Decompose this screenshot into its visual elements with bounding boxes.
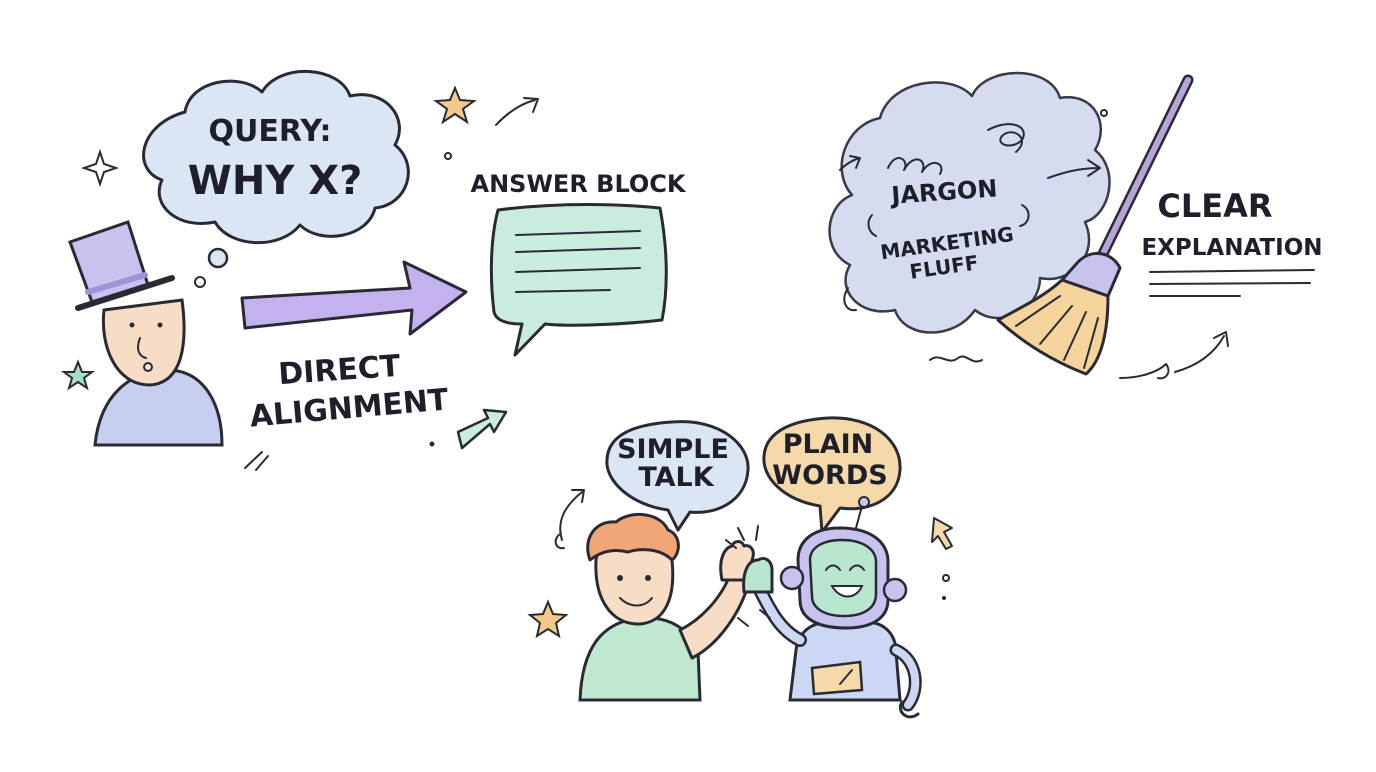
explanation-line-1 (1149, 269, 1315, 273)
plain-words-line1: PLAIN (783, 429, 874, 460)
human-raised-arm (678, 573, 752, 660)
robot-face (808, 538, 878, 618)
jargon-cloud: JARGON MARKETING FLUFF (828, 71, 1111, 363)
robot-ear-left (779, 565, 805, 591)
arrow-doodle-icon (559, 489, 585, 541)
broom (996, 74, 1194, 376)
answer-block: ANSWER BLOCK (471, 170, 687, 357)
robot-character (742, 496, 922, 719)
thought-dot-small (194, 276, 206, 288)
dot-icon (429, 441, 435, 447)
direct-alignment-arrow: DIRECT ALIGNMENT (240, 260, 468, 435)
highfive-scene: SIMPLE TALK PLAIN WORDS (527, 416, 953, 719)
robot-claw (899, 700, 920, 719)
broom-handle (1093, 77, 1191, 271)
cursor-icon (931, 517, 953, 550)
human-smile (619, 597, 653, 607)
person-eye-right (157, 322, 163, 328)
query-label: QUERY: (209, 114, 332, 149)
person-eye-left (129, 322, 135, 328)
human-eye-right (645, 575, 651, 581)
answer-text-line-1 (515, 230, 641, 236)
arrow-doodle-icon (1047, 159, 1101, 179)
robot-antenna-tip (858, 496, 870, 508)
sparkle-icon (80, 148, 120, 188)
plain-words-bubble: PLAIN WORDS (762, 416, 902, 534)
broom-bristles (996, 278, 1110, 376)
hat-band (85, 272, 148, 295)
simple-talk-line2: TALK (638, 462, 714, 493)
robot-chest-panel (810, 660, 864, 696)
answer-bubble-shape (489, 203, 668, 357)
star-icon (527, 599, 569, 639)
query-cloud-shape (142, 70, 410, 245)
simple-talk-line1: SIMPLE (617, 434, 729, 465)
robot-antenna (855, 505, 863, 529)
star-icon (433, 85, 477, 125)
star-icon (61, 359, 95, 391)
robot-eye-right (849, 564, 865, 571)
thought-dot-large (207, 247, 229, 269)
hat-brim (75, 275, 175, 311)
scribble-icon (1019, 204, 1030, 227)
query-question: WHY X? (188, 158, 363, 204)
confused-person (68, 220, 224, 447)
dot-icon (1100, 109, 1108, 117)
simple-talk-bubble-shape (605, 420, 750, 532)
robot-panel-check (839, 669, 853, 685)
human-eye-left (617, 575, 623, 581)
swoosh-icon (1119, 363, 1170, 380)
answer-text-line-4 (515, 289, 611, 293)
clear-explanation-title: CLEAR (1157, 187, 1272, 225)
explanation-line-2 (1149, 282, 1311, 285)
arrow-doodle-icon (1174, 331, 1229, 373)
broom-collar (1060, 252, 1122, 298)
cleanup-scene: JARGON MARKETING FLUFF CLEAR EXPLANATION (828, 71, 1323, 380)
scribble-icon (887, 157, 943, 175)
motion-lines-icon (244, 451, 269, 471)
impact-lines-icon (725, 525, 771, 627)
human-hair (586, 512, 680, 562)
query-thought-cloud: QUERY: WHY X? (142, 70, 410, 288)
robot-eye-left (825, 564, 841, 571)
clear-explanation: CLEAR EXPLANATION (1141, 187, 1323, 297)
scribble-icon (987, 123, 1025, 153)
person-face (101, 298, 186, 387)
robot-ear-right (882, 577, 908, 603)
answer-block-label: ANSWER BLOCK (471, 170, 687, 198)
plain-words-line2: WORDS (772, 460, 887, 491)
bristle-lines (1015, 295, 1099, 369)
simple-talk-bubble: SIMPLE TALK (605, 420, 750, 532)
scribble-icon (867, 214, 877, 237)
dot-icon (444, 152, 452, 160)
mint-arrow-icon (456, 408, 508, 450)
human-character (578, 512, 755, 702)
purple-arrow-shape (240, 260, 468, 336)
robot-arm (755, 585, 805, 645)
arrow-doodle-icon (495, 97, 539, 126)
robot-mouth (830, 585, 864, 598)
scribble-icon (843, 287, 857, 312)
query-scene: QUERY: WHY X? DIRECT ALIGNMENT ANSWER BL… (61, 70, 687, 471)
scribble-icon (929, 355, 983, 363)
dot-icon (942, 574, 950, 582)
arrow-label-line1: DIRECT (277, 349, 402, 392)
jargon-cloud-shape (828, 71, 1111, 334)
squiggle-icon (554, 533, 565, 550)
answer-text-line-3 (515, 267, 641, 273)
clear-explanation-subtitle: EXPLANATION (1141, 235, 1322, 261)
person-mouth (143, 362, 153, 372)
person-nose (137, 337, 147, 359)
arrow-doodle-icon (839, 155, 861, 171)
answer-text-line-2 (515, 247, 641, 253)
dot-icon (942, 596, 946, 600)
robot-hand (742, 556, 774, 594)
robot-lower-arm (892, 646, 920, 709)
